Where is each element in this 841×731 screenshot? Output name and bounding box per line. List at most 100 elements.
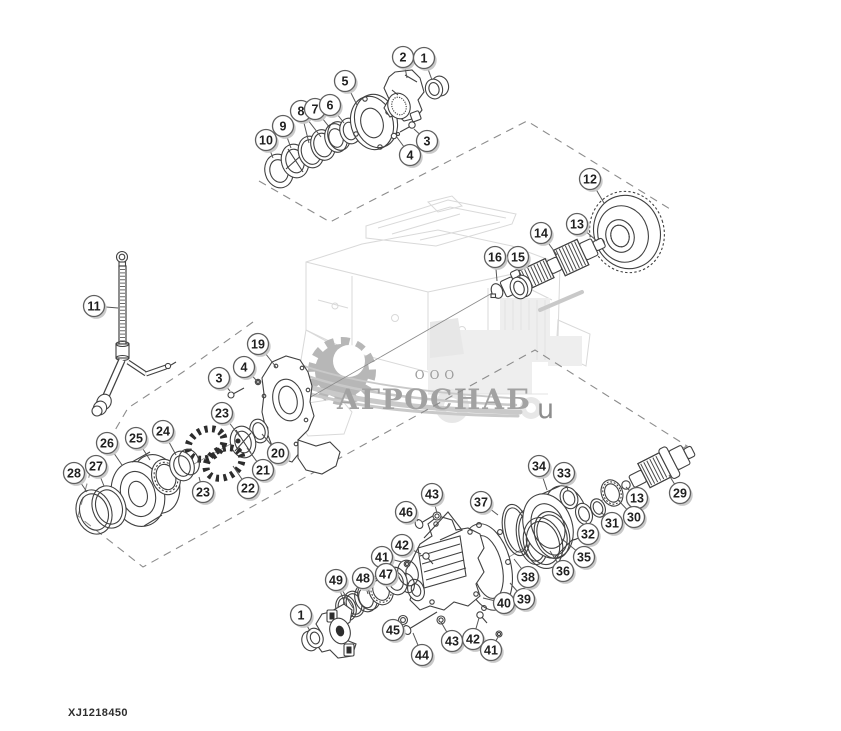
footer-code: XJ1218450 xyxy=(68,707,128,719)
svg-text:1: 1 xyxy=(421,52,428,66)
callout-44: 44 xyxy=(410,632,435,668)
part-needle-rollers-22-23 xyxy=(184,425,246,482)
svg-text:12: 12 xyxy=(583,173,597,187)
svg-text:41: 41 xyxy=(375,551,389,565)
callout-3: 3 xyxy=(413,128,440,154)
part-snap-ring-33 xyxy=(559,486,579,510)
part-bearing-30 xyxy=(600,479,624,507)
watermark-harvester-image xyxy=(428,290,584,423)
svg-text:36: 36 xyxy=(556,565,570,579)
part-nut-4-middle xyxy=(254,378,262,386)
callout-13: 13 xyxy=(625,486,650,511)
callout-45: 45 xyxy=(381,618,406,643)
svg-text:9: 9 xyxy=(280,120,287,134)
svg-text:14: 14 xyxy=(534,227,548,241)
callout-14: 14 xyxy=(529,221,558,256)
part-bearing-cone-24 xyxy=(169,448,200,482)
callout-6: 6 xyxy=(318,93,345,124)
callout-49: 49 xyxy=(324,568,354,609)
watermark-company-prefix: ООО xyxy=(415,368,460,382)
svg-text:26: 26 xyxy=(100,437,114,451)
svg-text:24: 24 xyxy=(156,425,170,439)
callout-5: 5 xyxy=(333,69,358,106)
part-bolt-42-upper xyxy=(422,552,434,565)
svg-text:3: 3 xyxy=(424,135,431,149)
part-ring-36 xyxy=(522,517,564,569)
callout-4: 4 xyxy=(232,355,257,381)
callout-20: 20 xyxy=(261,433,291,466)
callout-35: 35 xyxy=(561,538,597,570)
svg-text:25: 25 xyxy=(129,432,143,446)
svg-text:11: 11 xyxy=(87,300,100,314)
svg-text:13: 13 xyxy=(630,492,644,506)
svg-text:42: 42 xyxy=(395,539,409,553)
part-bolt-42-lower xyxy=(476,611,488,624)
svg-text:4: 4 xyxy=(241,361,248,375)
callout-37: 37 xyxy=(469,490,499,516)
svg-text:48: 48 xyxy=(356,572,370,586)
callout-26: 26 xyxy=(95,431,123,466)
callout-32: 32 xyxy=(576,520,601,547)
svg-text:40: 40 xyxy=(497,597,511,611)
callout-7: 7 xyxy=(303,97,331,129)
callout-23: 23 xyxy=(191,476,216,505)
svg-text:13: 13 xyxy=(570,218,584,232)
callout-13: 13 xyxy=(565,212,598,242)
svg-text:34: 34 xyxy=(532,460,546,474)
part-bolt-44 xyxy=(402,611,438,635)
part-cap-nut-1 xyxy=(424,75,450,100)
svg-text:42: 42 xyxy=(466,633,480,647)
svg-text:20: 20 xyxy=(271,447,285,461)
watermark-company-name: АГРОСНАБ xyxy=(336,383,531,416)
callout-34: 34 xyxy=(527,454,552,491)
part-nut-1-lower xyxy=(301,627,324,652)
svg-text:28: 28 xyxy=(67,467,81,481)
part-nut-15 xyxy=(509,274,533,300)
svg-text:19: 19 xyxy=(251,338,265,352)
svg-text:10: 10 xyxy=(259,134,273,148)
part-bolt-3-middle xyxy=(227,387,245,399)
svg-text:38: 38 xyxy=(521,571,535,585)
callout-40: 40 xyxy=(482,591,517,616)
svg-text:27: 27 xyxy=(89,460,103,474)
svg-text:45: 45 xyxy=(386,624,400,638)
svg-text:41: 41 xyxy=(484,644,498,658)
svg-text:8: 8 xyxy=(298,105,305,119)
watermark-suffix-letter: u xyxy=(537,394,554,425)
part-plug-41-lower xyxy=(495,630,503,638)
part-bolt-3-top xyxy=(399,121,416,133)
svg-text:39: 39 xyxy=(517,593,531,607)
svg-text:2: 2 xyxy=(400,51,407,65)
callout-1: 1 xyxy=(412,46,437,81)
callout-24: 24 xyxy=(151,419,177,456)
callout-19: 19 xyxy=(246,332,277,368)
callout-21: 21 xyxy=(246,447,276,483)
svg-text:43: 43 xyxy=(425,488,439,502)
part-oring-28 xyxy=(75,489,113,535)
svg-text:43: 43 xyxy=(445,635,459,649)
svg-text:15: 15 xyxy=(511,251,525,265)
part-seal-stack-top xyxy=(264,117,361,189)
svg-text:5: 5 xyxy=(342,75,349,89)
svg-text:16: 16 xyxy=(488,251,502,265)
part-washer-4-top xyxy=(390,131,401,140)
callout-22: 22 xyxy=(232,465,261,501)
callout-33: 33 xyxy=(552,461,577,492)
svg-text:22: 22 xyxy=(241,482,255,496)
callout-1: 1 xyxy=(289,603,314,632)
svg-text:33: 33 xyxy=(557,467,571,481)
svg-text:4: 4 xyxy=(407,149,414,163)
part-yoke-lower xyxy=(315,603,357,659)
callout-2: 2 xyxy=(391,45,416,79)
svg-text:44: 44 xyxy=(415,649,429,663)
part-bearing-retainer-plate-5 xyxy=(349,93,399,151)
svg-text:1: 1 xyxy=(298,609,305,623)
svg-text:32: 32 xyxy=(581,528,595,542)
callout-16: 16 xyxy=(483,245,508,282)
svg-text:23: 23 xyxy=(196,486,210,500)
callout-10: 10 xyxy=(254,128,279,159)
svg-text:46: 46 xyxy=(399,506,413,520)
part-dipstick-11 xyxy=(91,250,177,417)
part-nut-43-upper xyxy=(432,511,442,521)
